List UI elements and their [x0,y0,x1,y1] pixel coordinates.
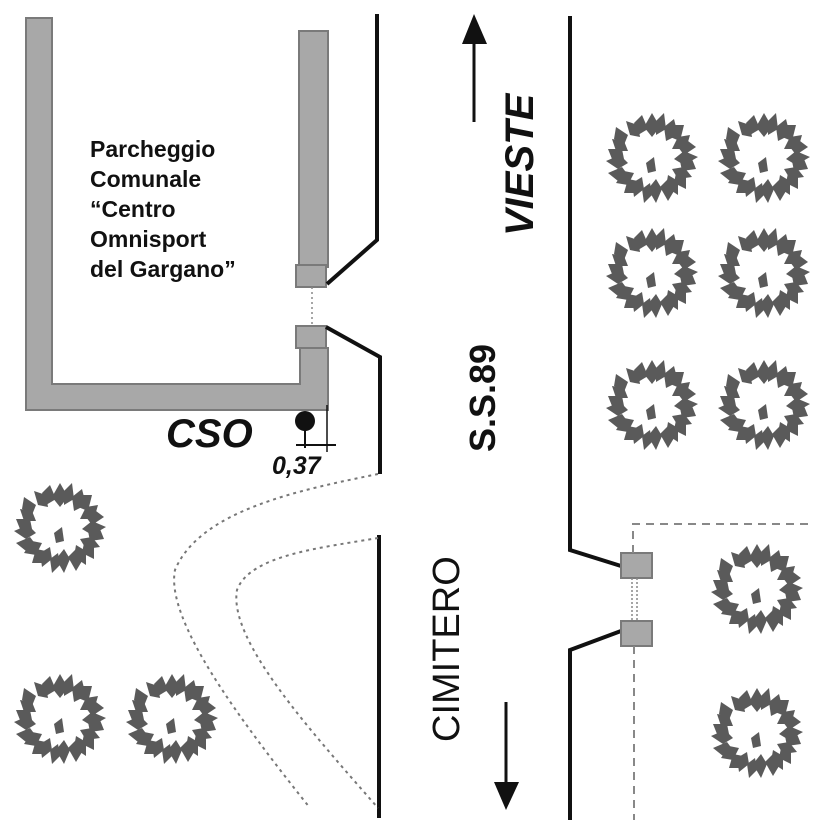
tree-icon [126,674,218,764]
tree-icon [718,360,810,450]
tree-icon [718,113,810,203]
access-road-outer [173,473,379,809]
gate-right-bottom [620,620,653,647]
tree-icon [718,228,810,318]
parking-label-line: “Centro [90,196,176,222]
kerb-left-upper [325,14,379,286]
gate-right-top [620,552,653,579]
access-road-inner [235,537,379,809]
parking-label-line: Omnisport [90,226,207,252]
tree-icon [606,360,698,450]
cso-point [295,411,315,431]
parking-wall-right [298,30,329,268]
kerb-left-middle [325,325,382,474]
parking-label: Parcheggio Comunale “Centro Omnisport de… [90,134,236,284]
tree-icon [14,674,106,764]
direction-cimitero-label: CIMITERO [426,556,468,742]
gate-pillar-top [295,264,327,288]
parking-label-line: del Gargano” [90,256,236,282]
cso-dimension: 0,37 [272,452,321,480]
gate-pillar-bottom [295,325,327,349]
tree-icon [711,544,803,634]
parking-label-line: Comunale [90,166,202,192]
kerb-right-lower [568,629,622,820]
property-boundary [632,523,808,553]
road-name-label: S.S.89 [462,343,503,452]
tree-icon [606,113,698,203]
arrow-up-icon [462,14,487,122]
tree-icon [606,228,698,318]
tree-icon [711,688,803,778]
kerb-right-upper [568,16,622,568]
cso-label: CSO [166,412,253,456]
tree-icon [14,483,106,573]
parking-label-line: Parcheggio [90,136,216,162]
direction-vieste-label: VIESTE [498,93,542,236]
arrow-down-icon [494,702,519,810]
